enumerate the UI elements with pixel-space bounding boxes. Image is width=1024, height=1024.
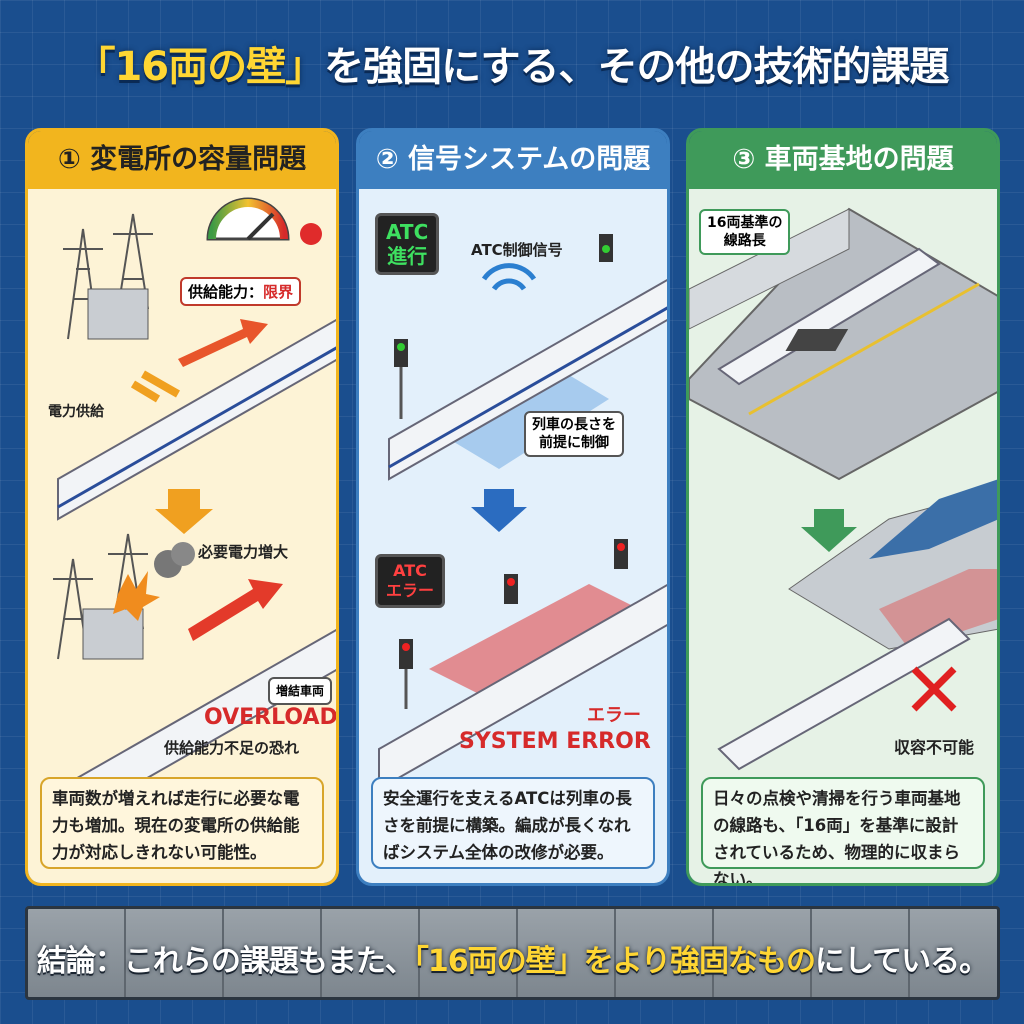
gauge-icon xyxy=(206,197,290,241)
train-extended xyxy=(57,628,336,789)
conclusion-banner: 結論：これらの課題もまた、「16両の壁」をより強固なものにしている。 xyxy=(25,906,1000,1000)
depot-illustration xyxy=(689,207,997,771)
substation-building xyxy=(82,608,144,660)
title-rest: を強固にする、その他の技術的課題 xyxy=(324,44,949,90)
conclusion-text: 結論：これらの課題もまた、「16両の壁」をより強固なものにしている。 xyxy=(36,944,989,979)
description: 安全運行を支えるATCは列車の長さを前提に構築。編成が長くなればシステム全体の改… xyxy=(371,777,655,869)
arrow-icon xyxy=(178,319,268,367)
depot-roof xyxy=(869,479,997,559)
error-zone xyxy=(429,584,649,699)
risk-label: 供給能力不足の恐れ xyxy=(164,739,300,757)
atc-signal-label: ATC制御信号 xyxy=(471,241,563,259)
panel-header: ③ 車両基地の問題 xyxy=(689,131,997,189)
train xyxy=(717,617,971,771)
page-title: 「16両の壁」を強固にする、その他の技術的課題 xyxy=(0,34,1024,92)
panel-header: ② 信号システムの問題 xyxy=(359,131,667,189)
signal-illustration xyxy=(378,234,667,789)
pylon-icon xyxy=(63,213,153,340)
power-supply-label: 電力供給 xyxy=(48,404,104,420)
no-capacity-label: 収容不可能 xyxy=(894,738,975,757)
power-arrow-icon xyxy=(130,370,180,403)
title-highlight: 「16両の壁」 xyxy=(75,44,325,90)
overload-label: OVERLOAD xyxy=(204,705,338,730)
arrow-icon xyxy=(188,579,283,641)
wireless-icon xyxy=(481,263,537,291)
inspection-pit xyxy=(785,329,849,351)
arrow-down-icon xyxy=(801,509,857,552)
explosion-icon xyxy=(113,571,160,621)
train xyxy=(717,247,941,386)
arrow-down-icon xyxy=(471,489,527,532)
track-length-label: 16両基準の線路長 xyxy=(699,209,791,255)
substation-building xyxy=(87,288,149,340)
extra-cars-label: 増結車両 xyxy=(268,677,333,705)
train xyxy=(378,583,667,789)
description: 日々の点検や清掃を行う車両基地の線路も、「16両」を基準に設計されているため、物… xyxy=(701,777,985,883)
system-error-label: SYSTEM ERROR xyxy=(459,729,651,754)
cross-icon xyxy=(911,666,957,712)
length-control-label: 列車の長さを前提に制御 xyxy=(524,411,624,457)
error-label: エラー xyxy=(587,705,641,726)
demand-label: 必要電力増大 xyxy=(198,543,289,561)
description: 車両数が増えれば走行に必要な電力も増加。現在の変電所の供給能力が対応しきれない可… xyxy=(40,777,324,869)
panel-depot: ③ 車両基地の問題 16両基準の線路長 収容不可能 日々の点検や清掃を行う車両基… xyxy=(686,128,1000,886)
panel-header: ① 変電所の容量問題 xyxy=(28,131,336,189)
supply-limit-label: 供給能力：限界 xyxy=(180,277,302,306)
substation-illustration xyxy=(53,197,336,789)
arrow-down-icon xyxy=(155,489,213,534)
panel-substation: ① 変電所の容量問題 供給能力：限界 電力供給 必要電力増大 増結車両 OVER… xyxy=(25,128,339,886)
alarm-light-icon xyxy=(300,223,322,245)
